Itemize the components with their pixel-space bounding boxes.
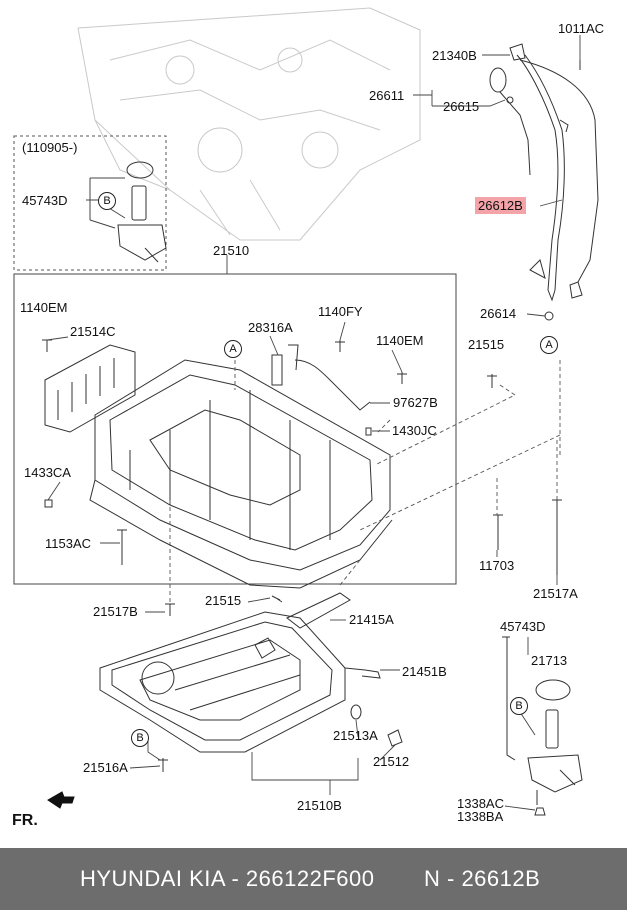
inset-part-label: 45743D: [22, 193, 68, 208]
footer-brand-part-number: HYUNDAI KIA - 266122F600: [80, 866, 375, 891]
label-26612B-highlighted: 26612B: [475, 197, 526, 214]
parts-diagram: (110905-) 45743D B 21510 1011AC 21340B 2…: [12, 7, 605, 829]
oil-level-sensor-inset: [117, 161, 167, 263]
callout-b-sensor: B: [510, 697, 528, 715]
front-arrow-icon: [47, 791, 75, 809]
label-21513A: 21513A: [333, 728, 378, 743]
oil-level-sensor-right: [502, 636, 583, 816]
oil-level-sensor-wire: [294, 359, 371, 411]
label-1430JC: 1430JC: [392, 423, 437, 438]
label-1140EM-right: 1140EM: [376, 333, 424, 348]
callout-b-inset: B: [98, 192, 116, 210]
label-21415A: 21415A: [349, 612, 394, 627]
label-1153AC: 1153AC: [45, 536, 92, 551]
label-21340B: 21340B: [432, 48, 477, 63]
callout-b-pan: B: [131, 729, 149, 747]
label-21517A: 21517A: [533, 586, 578, 601]
label-1140EM-left: 1140EM: [20, 300, 68, 315]
bracket-28316A: [271, 344, 299, 386]
label-21514C: 21514C: [70, 324, 116, 339]
upper-oil-pan: [89, 359, 393, 589]
label-28316A: 28316A: [248, 320, 293, 335]
oil-pan-upper-box: [13, 273, 457, 585]
label-21451B: 21451B: [402, 664, 447, 679]
label-26615: 26615: [443, 99, 480, 114]
inset-box: [13, 135, 167, 271]
label-1338BA: 1338BA: [457, 809, 504, 824]
label-21512: 21512: [373, 754, 410, 769]
front-direction-label: FR.: [12, 812, 38, 829]
dipstick-assembly: [489, 43, 599, 321]
label-21516A: 21516A: [83, 760, 128, 775]
label-21510B: 21510B: [297, 798, 342, 813]
label-21515-mid: 21515: [205, 593, 242, 608]
label-11703: 11703: [479, 558, 515, 573]
label-21510: 21510: [213, 243, 250, 258]
label-26614: 26614: [480, 306, 517, 321]
label-1011AC: 1011AC: [558, 21, 605, 36]
footer-reference-number: N - 26612B: [424, 866, 541, 891]
label-1140FY: 1140FY: [318, 304, 363, 319]
footer-bar: HYUNDAI KIA - 266122F600 N - 26612B: [0, 848, 627, 910]
label-1338AC: 1338AC: [457, 796, 504, 811]
label-26611: 26611: [369, 88, 405, 103]
callout-a-right: A: [540, 336, 558, 354]
engine-block-outline: [77, 7, 421, 241]
leader-lines: [46, 35, 581, 811]
label-21713: 21713: [531, 653, 568, 668]
lower-oil-pan: [99, 611, 346, 753]
callout-a-pan: A: [224, 340, 242, 358]
label-21515-right: 21515: [468, 337, 505, 352]
dashed-reference-lines: [169, 360, 561, 604]
diagram-drawing: [13, 7, 599, 816]
baffle-21415A: [286, 592, 351, 629]
label-45743D-right: 45743D: [500, 619, 546, 634]
inset-date-label: (110905-): [22, 140, 78, 155]
label-1433CA: 1433CA: [24, 465, 71, 480]
label-97627B: 97627B: [393, 395, 438, 410]
label-21517B: 21517B: [93, 604, 138, 619]
gasket-21514C: [44, 344, 136, 433]
level-sensor-21451B: [344, 667, 381, 679]
